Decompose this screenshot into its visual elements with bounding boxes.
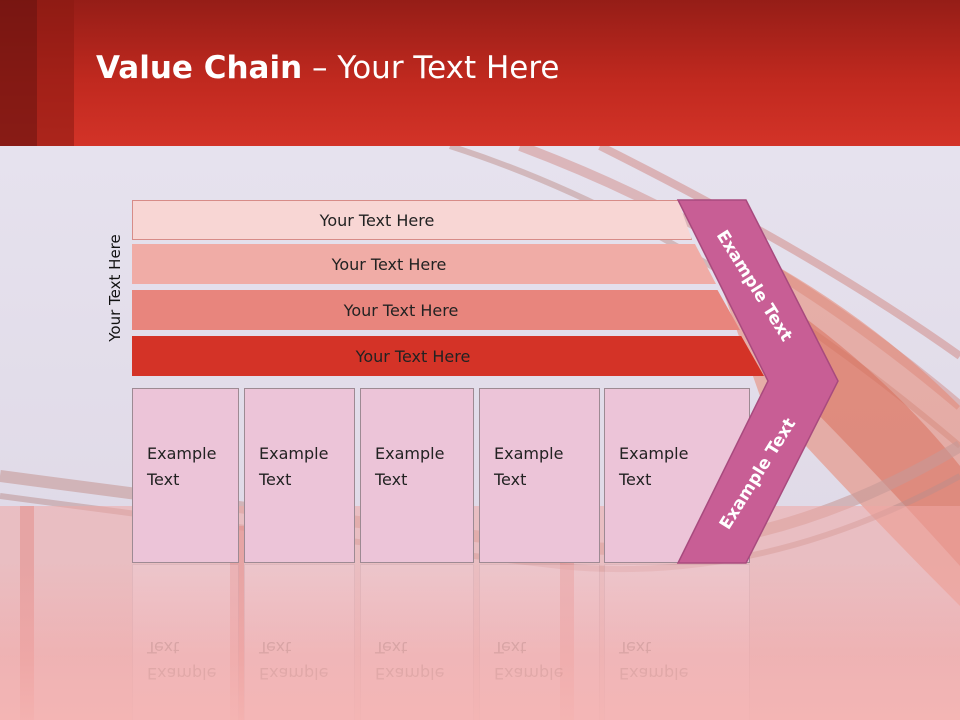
bar-label: Your Text Here <box>343 300 459 320</box>
title-bold-text: Value Chain <box>96 50 303 86</box>
support-activity-bar-4: Your Text Here <box>132 336 764 376</box>
header-accent-stripe <box>37 0 74 146</box>
bar-label: Your Text Here <box>319 210 435 230</box>
column-text-line: Example <box>259 444 329 463</box>
column-text-line: Text <box>375 470 408 489</box>
column-text-line: Example <box>619 444 689 463</box>
title-regular-text: – Your Text Here <box>302 50 560 86</box>
column-text-line: Text <box>619 470 652 489</box>
primary-activity-column-5: Example Text <box>604 388 750 563</box>
column-text-line: Example <box>147 444 217 463</box>
bar-label: Your Text Here <box>355 346 471 366</box>
column-text-line: Text <box>147 470 180 489</box>
support-activity-bar-2: Your Text Here <box>132 244 716 284</box>
bottom-fade-overlay <box>0 560 960 720</box>
column-text-line: Example <box>494 444 564 463</box>
primary-activity-column-4: Example Text <box>479 388 600 563</box>
column-text-line: Text <box>259 470 292 489</box>
slide-title: Value Chain – Your Text Here <box>96 50 559 86</box>
bar-label: Your Text Here <box>331 254 447 274</box>
header-accent-stripe <box>0 0 37 146</box>
header-band: Value Chain – Your Text Here <box>0 0 960 146</box>
column-text-line: Text <box>494 470 527 489</box>
support-activity-bar-1: Your Text Here <box>132 200 692 240</box>
support-activity-bar-3: Your Text Here <box>132 290 740 330</box>
primary-activity-column-3: Example Text <box>360 388 474 563</box>
primary-activity-column-1: Example Text <box>132 388 239 563</box>
primary-activity-column-2: Example Text <box>244 388 355 563</box>
vertical-axis-label: Your Text Here <box>106 234 124 342</box>
column-text-line: Example <box>375 444 445 463</box>
